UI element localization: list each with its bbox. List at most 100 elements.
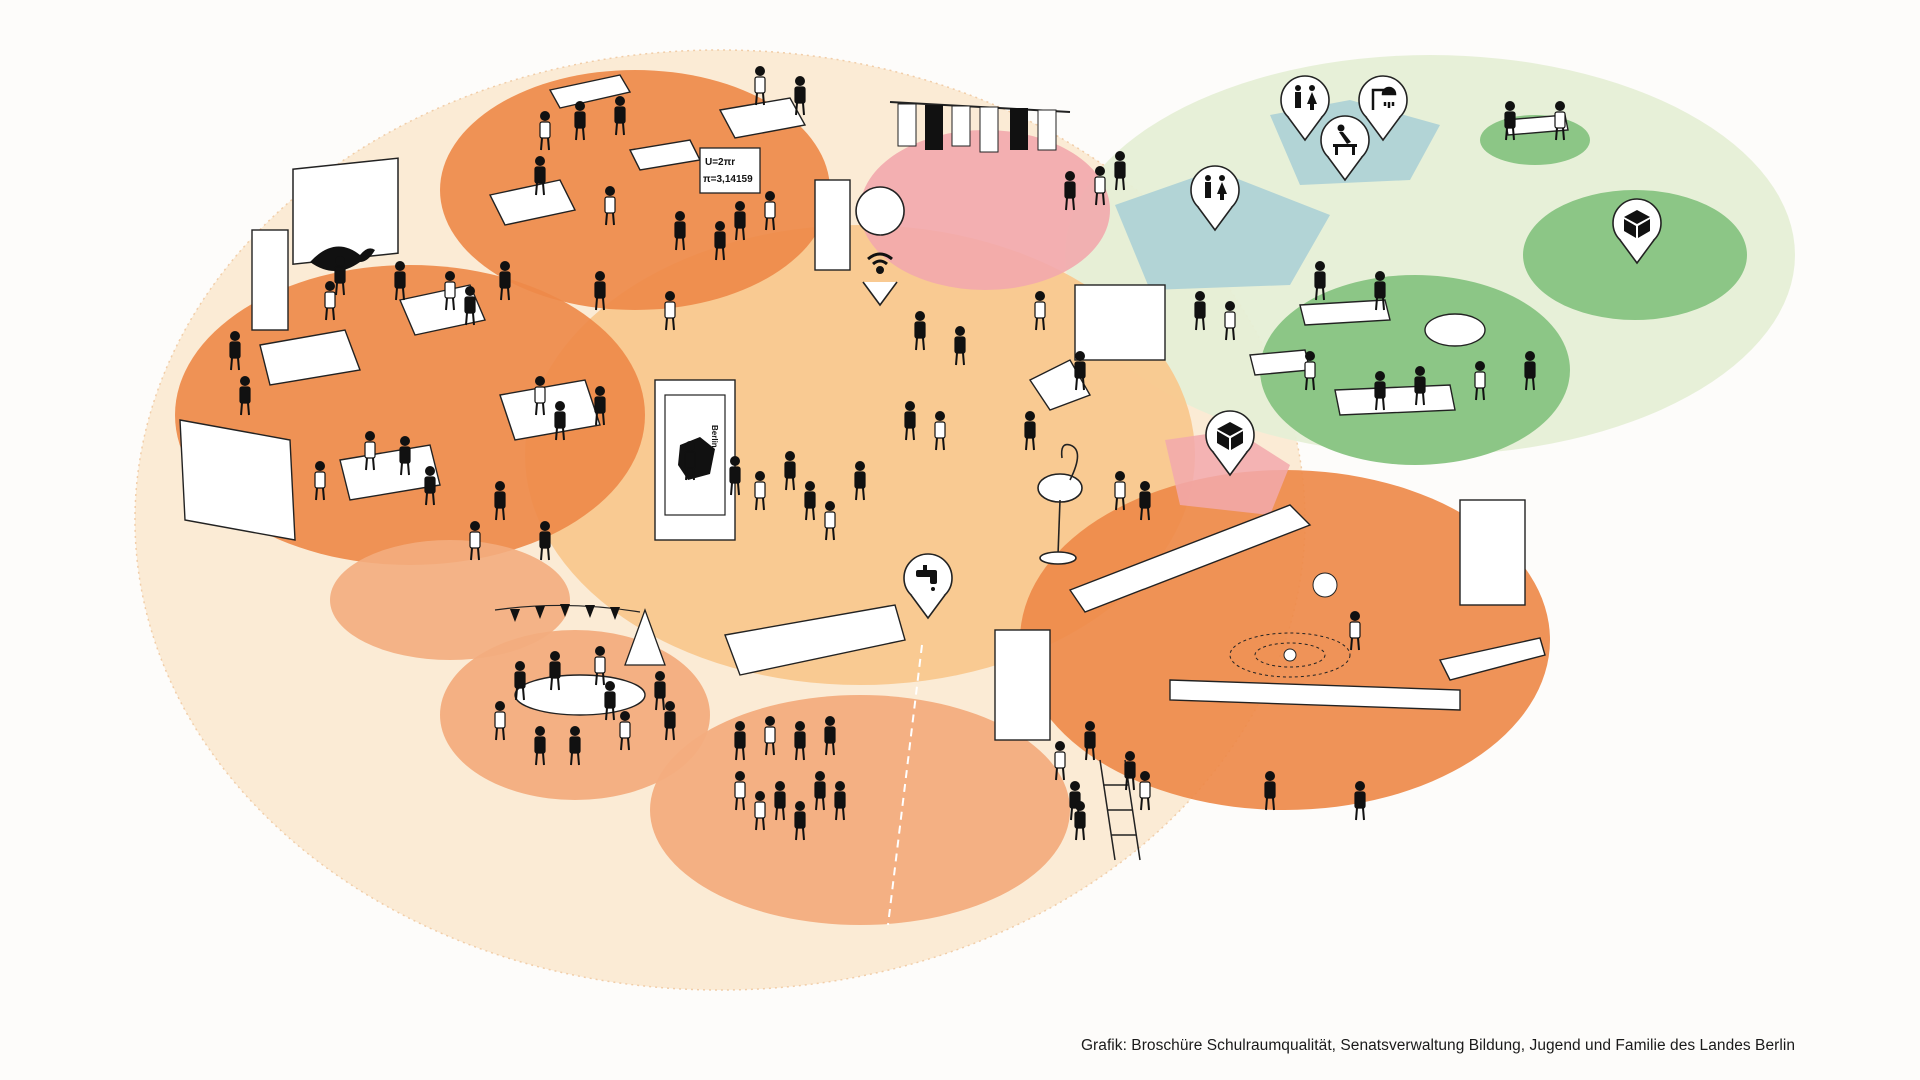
person-figure [794,801,806,841]
person-figure [854,461,866,501]
person-figure [1414,366,1426,406]
box-pin-staff [1612,198,1662,265]
wifi-pin [855,186,905,307]
central-forum [525,225,1195,685]
person-figure [734,771,746,811]
person-figure [1034,291,1046,331]
person-figure [1064,171,1076,211]
toilet-pin-right [1280,75,1330,142]
person-figure [1354,781,1366,821]
person-figure [794,76,806,116]
person-figure [714,221,726,261]
person-figure [604,186,616,226]
tap-icon [916,565,937,591]
person-figure [1114,151,1126,191]
bunting [494,604,641,622]
shower-pin [1358,75,1408,142]
person-figure [674,211,686,251]
project-zone-bottom [650,695,1070,925]
person-figure [1124,751,1136,791]
learning-cluster-right [1020,470,1550,810]
person-figure [364,431,376,471]
person-figure [1094,166,1106,206]
formula-line-1: U=2πr [705,157,735,168]
person-figure [664,701,676,741]
person-figure [394,261,406,301]
person-figure [1349,611,1361,651]
person-figure [954,326,966,366]
people [229,66,1566,841]
solar-system-model [1229,572,1351,678]
person-figure [619,711,631,751]
person-figure [1224,301,1236,341]
person-figure [554,401,566,441]
sanitary-zone-left [1115,170,1330,290]
person-figure [499,261,511,301]
berlin-label: Berlin [710,425,719,448]
quiet-zone [330,540,570,660]
toilet-icon [1205,175,1227,200]
person-figure [229,331,241,371]
person-figure [804,481,816,521]
person-figure [574,101,586,141]
person-figure [424,466,436,506]
whale-board [292,157,399,271]
person-figure [824,716,836,756]
tap-pin [903,553,953,620]
person-figure [1139,771,1151,811]
person-figure [1304,351,1316,391]
person-figure [1054,741,1066,781]
person-figure [1074,801,1086,841]
person-figure [914,311,926,351]
image-credit: Grafik: Broschüre Schulraumqualität, Sen… [1080,1037,1795,1054]
person-figure [754,66,766,106]
toilet-icon [1295,85,1317,110]
person-figure [814,771,826,811]
person-figure [834,781,846,821]
person-figure [754,471,766,511]
person-figure [594,646,606,686]
toilet-pin-left [1190,165,1240,232]
person-figure [534,156,546,196]
person-figure [794,721,806,761]
person-figure [1374,271,1386,311]
person-figure [1314,261,1326,301]
person-figure [469,521,481,561]
changing-table-pin [1320,115,1370,182]
wifi-icon [867,252,893,274]
person-figure [774,781,786,821]
person-figure [494,701,506,741]
person-figure [464,286,476,326]
shower-icon [1371,86,1397,110]
person-figure [729,456,741,496]
person-figure [664,291,676,331]
person-figure [1114,471,1126,511]
person-figure [549,651,561,691]
person-figure [764,191,776,231]
person-figure [824,501,836,541]
person-figure [494,481,506,521]
changing-table-icon [1333,124,1357,155]
person-figure [1474,361,1486,401]
zone-divider [887,644,923,926]
person-figure [1264,771,1276,811]
box-icon [1217,422,1243,450]
person-figure [594,271,606,311]
person-figure [239,376,251,416]
person-figure [594,386,606,426]
flamingo-statue [1037,443,1083,565]
person-figure [934,411,946,451]
formula-line-2: π=3,14159 [703,174,753,185]
box-icon [1624,210,1650,238]
person-figure [604,681,616,721]
person-figure [904,401,916,441]
person-figure [1524,351,1536,391]
person-figure [1074,351,1086,391]
person-figure [1374,371,1386,411]
person-figure [784,451,796,491]
tent [624,608,666,666]
person-figure [324,281,336,321]
person-figure [734,721,746,761]
person-figure [534,726,546,766]
